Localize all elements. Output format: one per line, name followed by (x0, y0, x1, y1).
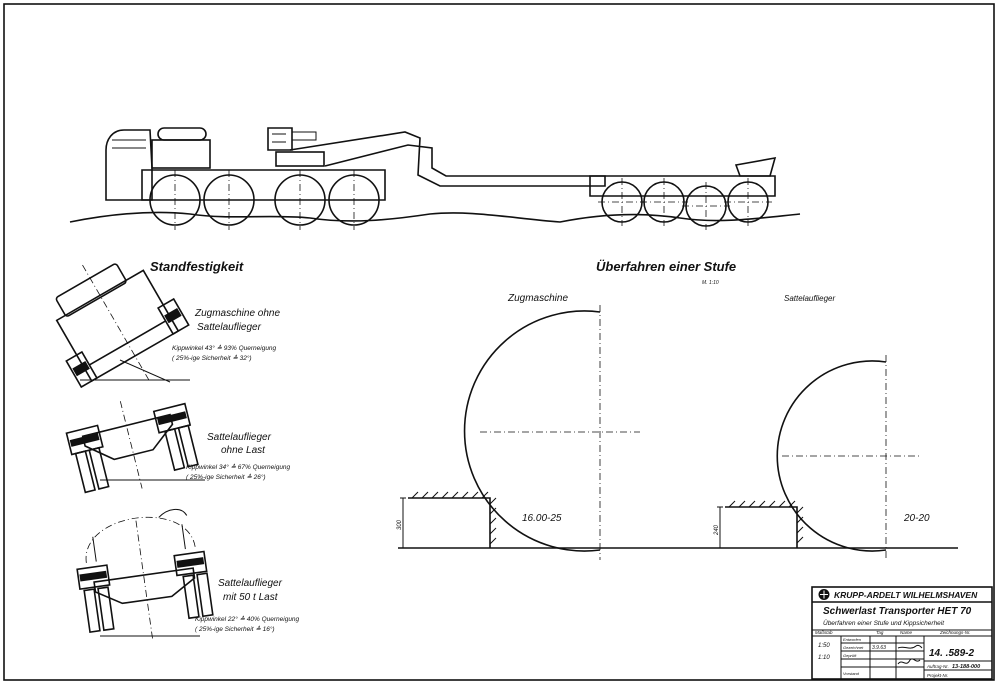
col-drawing-number: Zeichnungs-Nr. (939, 630, 971, 635)
row-norm: Vorstand (843, 671, 860, 676)
col-day: Tag (876, 630, 884, 635)
stability-case1-label-2: Sattelauflieger (197, 322, 262, 333)
step-case2-tire-size: 20-20 (903, 513, 930, 524)
step-case2-tire (776, 360, 887, 552)
stability-trailer-loaded-sketch (76, 508, 214, 640)
col-scale: Maßstab (815, 630, 833, 635)
col-name: Name (900, 630, 913, 635)
drawing-subtitle: Überfahren einer Stufe und Kippsicherhei… (823, 619, 945, 627)
scale-1: 1:50 (818, 643, 830, 649)
winch-mechanism (267, 127, 293, 151)
trailer-wheels (598, 178, 772, 230)
trailer-gooseneck (289, 131, 606, 187)
stability-case2-label-1: Sattelauflieger (207, 432, 272, 443)
step-section-title: Überfahren einer Stufe (596, 259, 736, 274)
scale-2: 1:10 (818, 655, 830, 661)
step-case1-step (408, 497, 491, 548)
tractor-chassis (141, 169, 386, 201)
stability-case3-label-1: Sattelauflieger (218, 578, 283, 589)
drawing-title: Schwerlast Transporter HET 70 (823, 606, 972, 617)
drawing-frame (3, 3, 995, 681)
stability-case2-note-2: ( 25%-ige Sicherheit ≙ 26°) (186, 473, 266, 481)
stability-trailer-empty-sketch (65, 401, 205, 494)
stability-case2-note-1: Kippwinkel 34° ≙ 67% Querneigung (186, 463, 291, 471)
drawing-number: 14. .589-2 (929, 648, 974, 659)
stability-case2-label-2: ohne Last (221, 445, 266, 456)
row-drawn-by: Gezeichnet (843, 645, 864, 650)
step-case2-height: 240 (714, 524, 720, 536)
tractor-wheels (145, 170, 384, 230)
row-checked: Geprüft (843, 653, 857, 658)
stability-case3-note-2: ( 25%-ige Sicherheit ≙ 16°) (195, 625, 275, 633)
step-case1-drawing (400, 305, 640, 560)
order-label: Auftrag-Nr. (926, 664, 949, 669)
stability-tractor-sketch (55, 263, 190, 389)
signature (897, 644, 923, 649)
step-case1-tire (463, 310, 601, 552)
stability-case1-label-1: Zugmaschine ohne (194, 308, 280, 319)
drawing-date: 3.9.63 (872, 645, 886, 651)
project-label: Projekt-Nr. (927, 673, 948, 678)
order-number: 13-188-000 (952, 664, 980, 670)
stability-case3-label-2: mit 50 t Last (223, 592, 279, 603)
step-case1-title: Zugmaschine (507, 293, 568, 304)
step-case2-step (725, 506, 798, 548)
side-view-transporter (69, 127, 801, 230)
step-case2-drawing (717, 355, 920, 560)
title-block (811, 586, 993, 680)
step-section-scale: M. 1:10 (702, 280, 719, 286)
stability-section-title: Standfestigkeit (150, 259, 244, 274)
signature-checked (897, 658, 921, 665)
company-name: KRUPP-ARDELT WILHELMSHAVEN (834, 590, 978, 600)
stability-case1-note-1: Kippwinkel 43° ≙ 93% Querneigung (172, 344, 277, 352)
step-case1-tire-size: 16.00-25 (522, 513, 562, 524)
tractor-cab (105, 129, 153, 201)
row-drawn: Entworfen (843, 637, 862, 642)
trailer-ramp (734, 156, 777, 177)
spare-tire (157, 127, 207, 141)
stability-case1-note-2: ( 25%-ige Sicherheit ≙ 32°) (172, 354, 252, 362)
stability-case3-note-1: Kippwinkel 22° ≙ 40% Querneigung (195, 615, 300, 623)
step-case2-title: Sattelauflieger (784, 294, 835, 303)
step-case1-height: 300 (397, 519, 403, 530)
trailer-deck (589, 175, 776, 197)
ground-line (69, 211, 801, 223)
